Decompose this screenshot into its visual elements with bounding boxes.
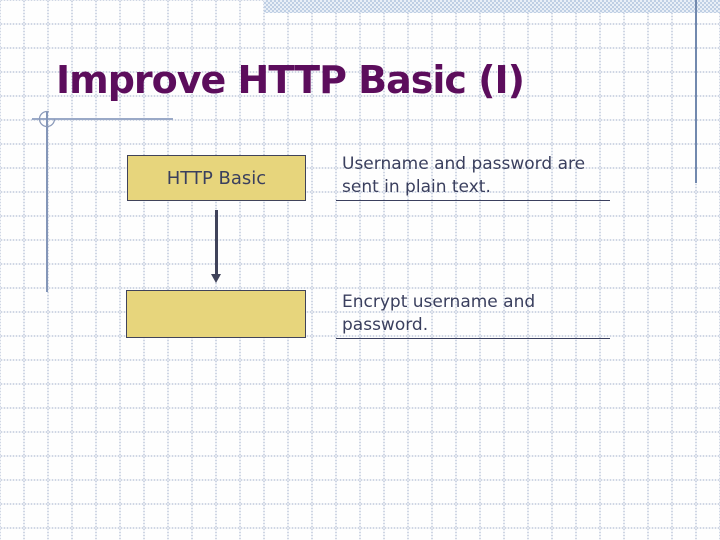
title-underline-line xyxy=(32,118,173,120)
flow-box-empty xyxy=(126,290,306,338)
annotation-line: Username and password are xyxy=(342,154,586,174)
left-accent-line xyxy=(46,112,48,292)
flow-box-http-basic: HTTP Basic xyxy=(127,155,306,201)
annotation-plain-text: Username and password are sent in plain … xyxy=(336,153,610,201)
slide-title: Improve HTTP Basic (I) xyxy=(56,58,525,102)
annotation-line: sent in plain text. xyxy=(342,177,491,197)
annotation-line: Encrypt username and xyxy=(342,292,536,312)
header-band xyxy=(264,0,720,13)
right-accent-line xyxy=(695,0,697,183)
arrow-head-icon xyxy=(211,274,221,283)
annotation-encrypt: Encrypt username and password. xyxy=(336,291,610,339)
annotation-line: password. xyxy=(342,315,429,335)
circle-ornament-icon xyxy=(38,110,56,128)
arrow-shaft xyxy=(215,210,218,275)
flow-box-label: HTTP Basic xyxy=(166,167,267,189)
